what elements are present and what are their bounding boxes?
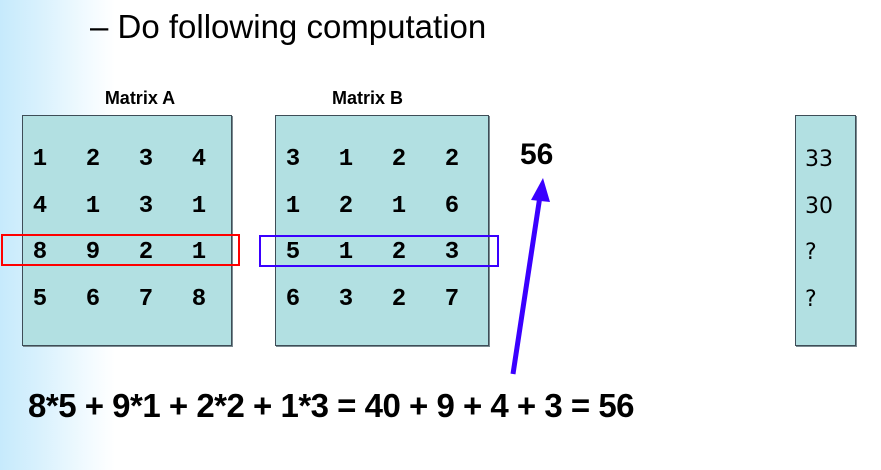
matrix-b-cell: 6 (285, 286, 301, 313)
matrix-a-row-highlight (1, 234, 240, 266)
result-cell: 33 (805, 147, 833, 172)
bullet-text: – Do following computation (90, 8, 487, 45)
matrix-a-cell: 2 (138, 239, 154, 266)
matrix-a-cell: 1 (191, 239, 207, 266)
matrix-a-cell: 9 (85, 239, 101, 266)
matrix-b-cell: 1 (338, 239, 354, 266)
matrix-a: 1 2 3 4 4 1 3 1 8 9 2 1 5 6 7 8 (22, 115, 232, 346)
matrix-a-cell: 3 (138, 146, 154, 173)
matrix-a-cell: 4 (32, 193, 48, 220)
matrix-a-label: Matrix A (104, 88, 176, 108)
matrix-a-cell: 1 (191, 193, 207, 220)
matrix-a-cell: 8 (32, 239, 48, 266)
matrix-b-cell: 3 (338, 286, 354, 313)
matrix-b-cell: 2 (391, 146, 407, 173)
matrix-a-cell: 6 (85, 286, 101, 313)
matrix-b: 3 1 2 2 1 2 1 6 5 1 2 3 6 3 2 7 (275, 115, 489, 346)
matrix-b-cell: 2 (444, 146, 460, 173)
matrix-a-cell: 1 (32, 146, 48, 173)
matrix-b-cell: 2 (338, 193, 354, 220)
matrix-a-cell: 2 (85, 146, 101, 173)
matrix-b-cell: 3 (285, 146, 301, 173)
matrix-b-cell: 5 (285, 239, 301, 266)
matrix-b-cell: 2 (391, 239, 407, 266)
matrix-b-cell: 3 (444, 239, 460, 266)
result-cell: ? (805, 287, 817, 312)
matrix-a-cell: 7 (138, 286, 154, 313)
matrix-b-cell: 7 (444, 286, 460, 313)
matrix-b-cell: 1 (285, 193, 301, 220)
matrix-b-cell: 2 (391, 286, 407, 313)
matrix-a-cell: 5 (32, 286, 48, 313)
result-column: 33 30 ? ? (795, 115, 856, 346)
matrix-b-cell: 1 (391, 193, 407, 220)
matrix-a-cell: 1 (85, 193, 101, 220)
matrix-b-cell: 1 (338, 146, 354, 173)
matrix-b-cell: 6 (444, 193, 460, 220)
matrix-a-cell: 3 (138, 193, 154, 220)
equation: 8*5 + 9*1 + 2*2 + 1*3 = 40 + 9 + 4 + 3 =… (28, 387, 635, 424)
result-cell: ? (805, 240, 817, 265)
computed-value: 56 (520, 138, 554, 171)
matrix-a-cell: 4 (191, 146, 207, 173)
matrix-a-cell: 8 (191, 286, 207, 313)
matrix-b-label: Matrix B (331, 88, 403, 108)
matrix-b-row-highlight (259, 235, 499, 267)
result-cell: 30 (805, 194, 833, 219)
